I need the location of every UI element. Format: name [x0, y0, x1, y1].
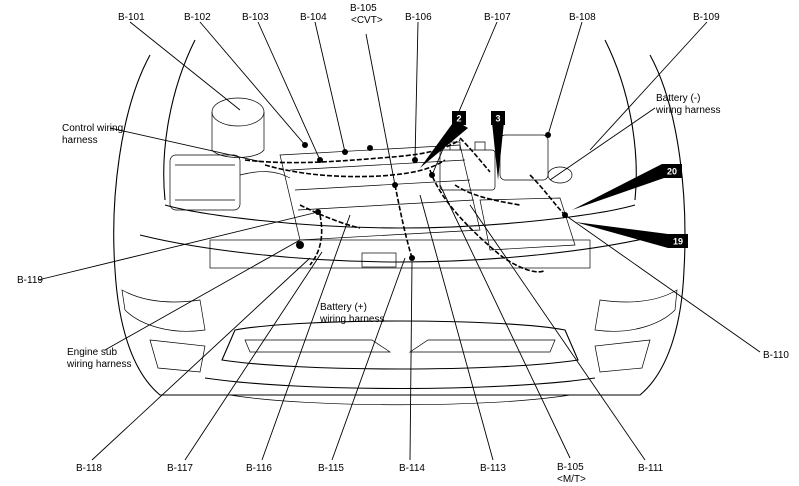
callout-b105-mt: B-105 [557, 462, 584, 473]
callout-b103: B-103 [242, 12, 269, 23]
badge-3: 3 [491, 111, 505, 125]
label-engine-sub-harness-1: Engine sub [67, 347, 117, 358]
callout-b113: B-113 [480, 463, 506, 474]
callout-b105-cvt: B-105 [350, 3, 377, 14]
callout-b104: B-104 [300, 12, 327, 23]
label-battery-pos-harness-2: wiring harness [319, 314, 384, 325]
svg-text:2: 2 [456, 114, 461, 124]
callout-b115: B-115 [318, 463, 344, 474]
badge-19: 19 [668, 234, 688, 248]
svg-text:20: 20 [667, 167, 677, 177]
wiring-harness [244, 132, 568, 273]
callout-cvt-note: <CVT> [351, 15, 383, 26]
callout-b102: B-102 [184, 12, 211, 23]
label-battery-neg-harness-2: wiring harness [655, 105, 720, 116]
badge-2: 2 [452, 111, 466, 125]
callout-b107: B-107 [484, 12, 511, 23]
badge-20: 20 [662, 164, 682, 178]
callout-mt-note: <M/T> [557, 474, 586, 485]
leader-lines [37, 21, 761, 461]
callout-b114: B-114 [399, 463, 425, 474]
vehicle-outline [113, 39, 686, 406]
label-control-wiring-harness-2: harness [62, 135, 98, 146]
badge-pointers [420, 120, 668, 248]
label-engine-sub-harness-2: wiring harness [66, 359, 131, 370]
callout-b116: B-116 [246, 463, 272, 474]
label-battery-neg-harness-1: Battery (-) [656, 93, 700, 104]
callout-b111: B-111 [638, 463, 664, 474]
callout-b101: B-101 [118, 12, 145, 23]
callout-b106: B-106 [405, 12, 432, 23]
callout-b118: B-118 [76, 463, 102, 474]
svg-text:19: 19 [673, 237, 683, 247]
callout-b110: B-110 [763, 350, 789, 361]
callout-b109: B-109 [693, 12, 720, 23]
callout-b117: B-117 [167, 463, 193, 474]
label-control-wiring-harness-1: Control wiring [62, 123, 123, 134]
callout-b108: B-108 [569, 12, 596, 23]
label-battery-pos-harness-1: Battery (+) [320, 302, 367, 313]
callout-b119: B-119 [17, 275, 43, 286]
svg-text:3: 3 [495, 114, 500, 124]
